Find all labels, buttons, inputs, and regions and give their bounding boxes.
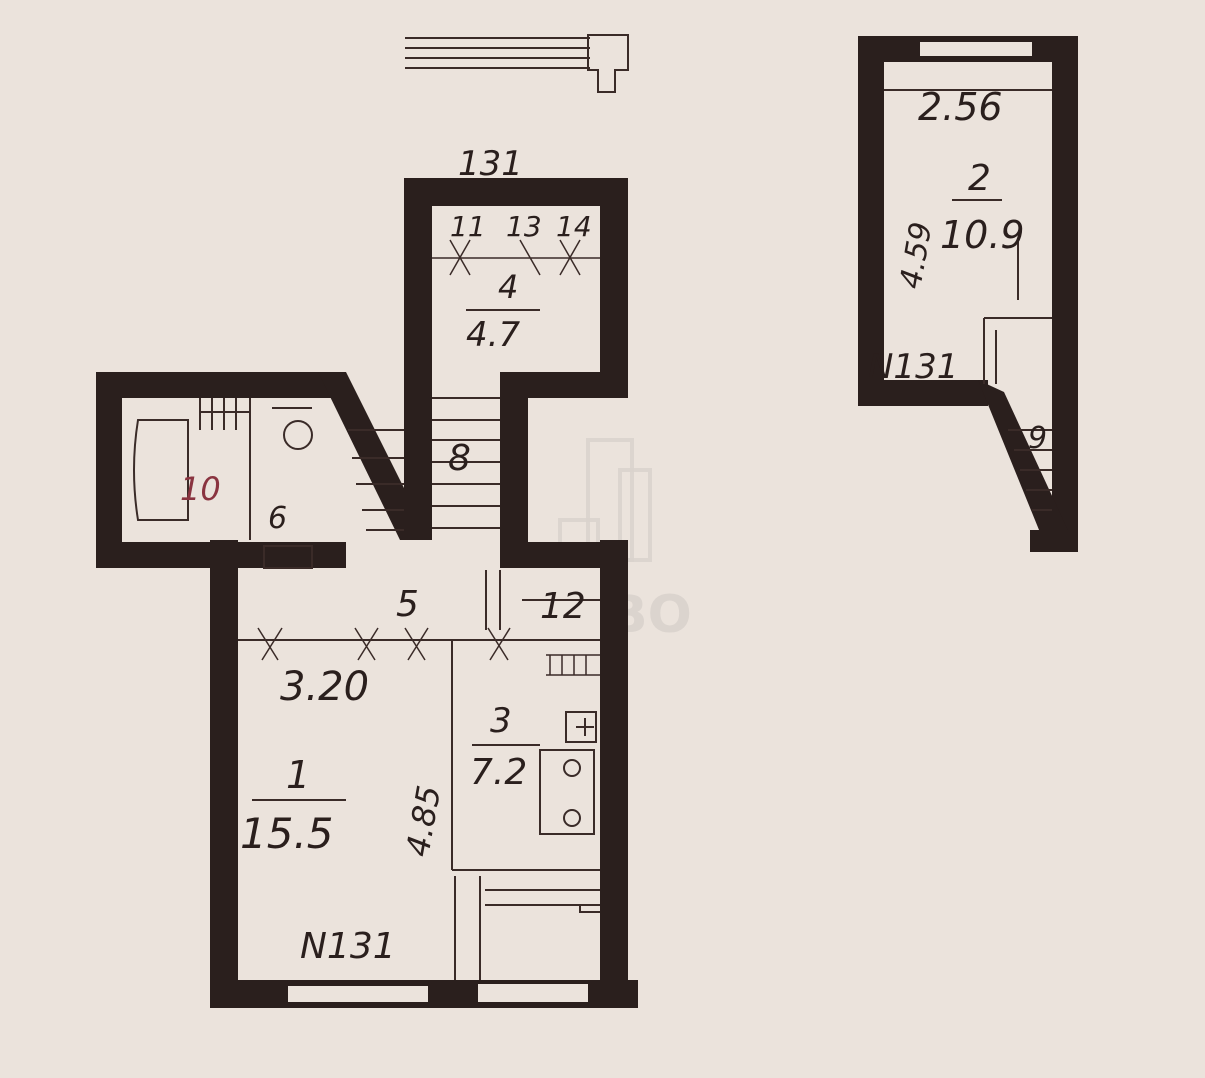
room-6-number: 6 (268, 501, 287, 536)
main-interior (133, 239, 600, 980)
room-13-number: 13 (506, 210, 542, 243)
room-8-number: 8 (448, 438, 471, 479)
room-4-area: 4.7 (466, 315, 520, 355)
room-3-number: 3 (490, 701, 512, 741)
room-2-number: 2 (968, 158, 991, 199)
room-2-length: 4.59 (893, 220, 939, 292)
room-2-area: 10.9 (940, 213, 1025, 257)
room-12-number: 12 (540, 586, 586, 627)
sheet-mark-bottom: N131 (300, 926, 396, 967)
sheet-mark-top: 131 (458, 144, 523, 184)
window-symbol (405, 34, 629, 93)
room-1-area: 15.5 (240, 809, 334, 858)
room-3-area: 7.2 (470, 752, 527, 793)
room-14-number: 14 (556, 210, 592, 243)
separate-room-walls (858, 36, 1078, 552)
room-1-width: 3.20 (280, 664, 369, 710)
room-1-length: 4.85 (398, 783, 448, 860)
separate-room-interior (884, 89, 1052, 511)
room-5-number: 5 (396, 584, 419, 625)
sheet-mark-room2: N131 (868, 347, 958, 387)
room-1-number: 1 (286, 753, 310, 797)
room-2-width: 2.56 (918, 85, 1003, 129)
room-4-number: 4 (498, 268, 518, 306)
room-10-number: 10 (180, 470, 221, 508)
room-9-number: 9 (1028, 421, 1047, 456)
room-11-number: 11 (450, 210, 486, 243)
main-walls (96, 178, 638, 1008)
